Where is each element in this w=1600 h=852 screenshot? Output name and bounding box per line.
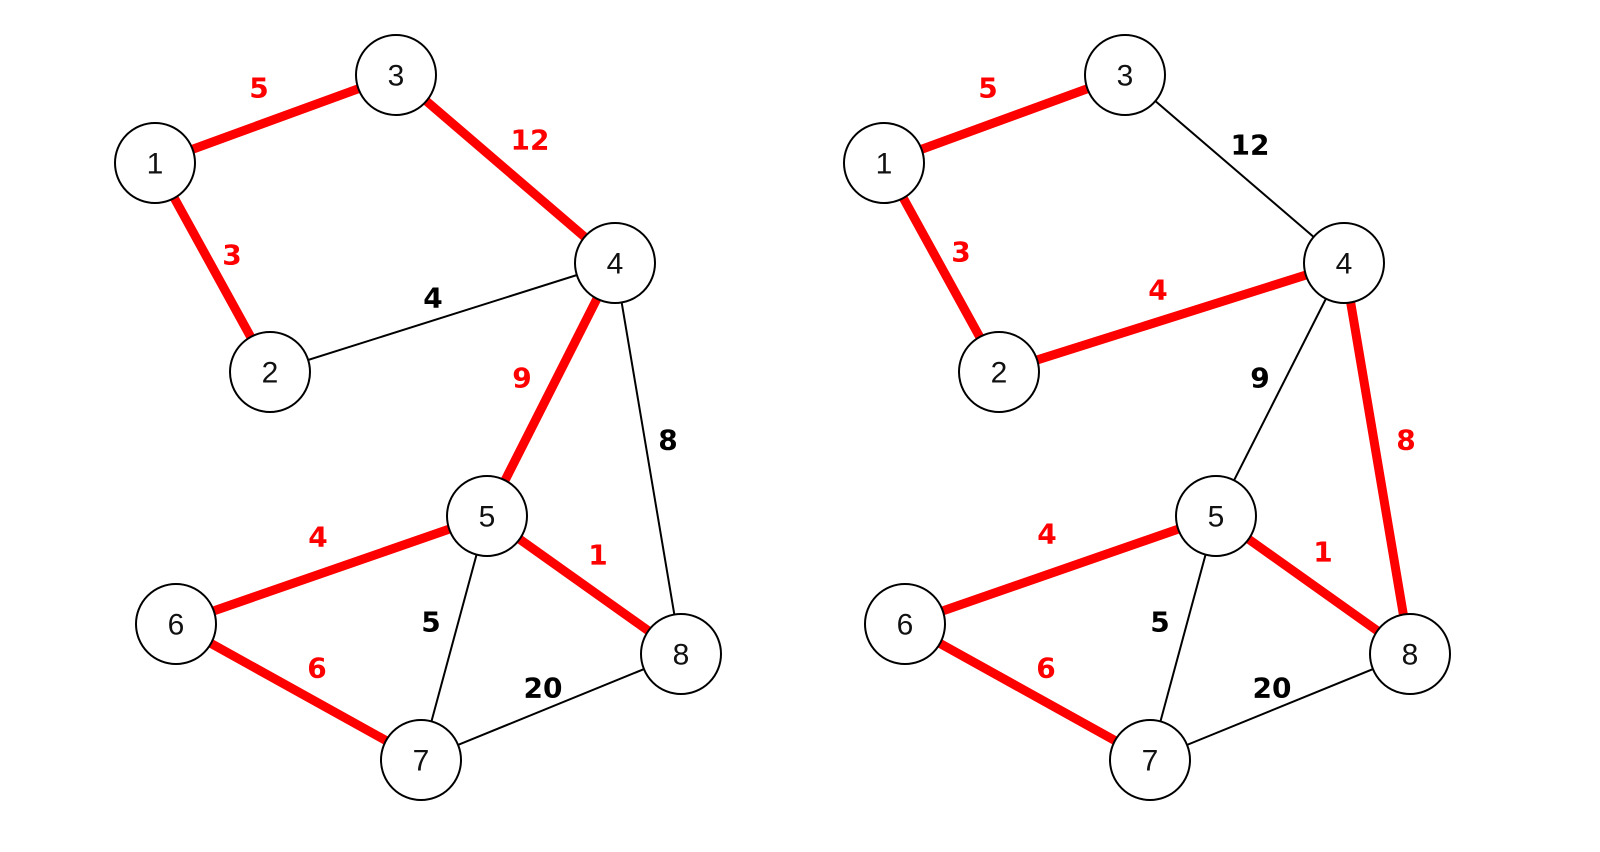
node-label: 6: [897, 609, 914, 642]
edge-weight-4-8: 8: [1396, 424, 1415, 457]
node-label: 7: [1142, 745, 1159, 778]
edge-weight-5-8: 1: [588, 539, 607, 572]
edge-weight-4-5: 9: [1250, 362, 1269, 395]
node-label: 8: [1402, 639, 1419, 672]
node-7: 7: [1109, 719, 1191, 801]
node-2: 2: [958, 331, 1040, 413]
edge-weight-3-4: 12: [1231, 129, 1270, 162]
edge-3-4: [393, 71, 618, 267]
node-label: 2: [991, 357, 1008, 390]
node-label: 3: [388, 60, 405, 93]
node-circle: [380, 719, 462, 801]
edge-5-6: [903, 511, 1218, 629]
node-circle: [843, 122, 925, 204]
node-label: 1: [147, 148, 164, 181]
node-circle: [1109, 719, 1191, 801]
edge-weight-1-2: 3: [951, 236, 970, 269]
node-circle: [1303, 222, 1385, 304]
node-label: 3: [1117, 60, 1134, 93]
edge-6-7: [902, 620, 1153, 764]
node-7: 7: [380, 719, 462, 801]
edge-weight-1-2: 3: [222, 239, 241, 272]
node-label: 5: [479, 501, 496, 534]
edge-4-8: [614, 262, 682, 655]
node-2: 2: [229, 331, 311, 413]
edge-weight-1-3: 5: [978, 72, 997, 105]
node-4: 4: [574, 222, 656, 304]
edge-2-4: [269, 262, 616, 373]
edge-1-3: [882, 70, 1127, 168]
node-5: 5: [1175, 475, 1257, 557]
edge-weight-2-4: 4: [423, 282, 442, 315]
node-8: 8: [1369, 613, 1451, 695]
node-circle: [135, 583, 217, 665]
edge-1-3: [153, 70, 398, 168]
node-6: 6: [135, 583, 217, 665]
edge-4-5: [482, 260, 620, 519]
edge-weight-7-8: 20: [1253, 672, 1292, 705]
node-3: 3: [355, 34, 437, 116]
edge-3-4: [1124, 74, 1345, 264]
node-5: 5: [446, 475, 528, 557]
edge-weight-5-7: 5: [421, 606, 440, 639]
node-label: 2: [262, 357, 279, 390]
node-circle: [958, 331, 1040, 413]
node-circle: [1084, 34, 1166, 116]
edge-5-7: [1149, 515, 1217, 761]
edge-weight-1-3: 5: [249, 72, 268, 105]
node-3: 3: [1084, 34, 1166, 116]
edge-5-7: [420, 515, 488, 761]
edge-4-5: [1215, 262, 1345, 517]
node-circle: [574, 222, 656, 304]
node-circle: [1175, 475, 1257, 557]
edge-weight-5-8: 1: [1313, 536, 1332, 569]
node-circle: [1369, 613, 1451, 695]
edge-weight-5-7: 5: [1150, 606, 1169, 639]
node-1: 1: [114, 122, 196, 204]
node-circle: [864, 583, 946, 665]
node-4: 4: [1303, 222, 1385, 304]
edge-5-6: [174, 511, 489, 629]
node-label: 4: [607, 248, 624, 281]
node-8: 8: [640, 613, 722, 695]
edge-7-8: [1149, 653, 1411, 761]
edge-weight-2-4: 4: [1148, 274, 1167, 307]
node-label: 5: [1208, 501, 1225, 534]
node-label: 7: [413, 745, 430, 778]
edge-7-8: [420, 653, 682, 761]
node-6: 6: [864, 583, 946, 665]
node-circle: [355, 34, 437, 116]
edge-4-8: [1339, 262, 1415, 655]
edge-weight-3-4: 12: [511, 124, 550, 157]
edge-weight-5-6: 4: [1037, 518, 1056, 551]
node-label: 6: [168, 609, 185, 642]
edge-6-7: [173, 620, 424, 764]
node-circle: [114, 122, 196, 204]
node-1: 1: [843, 122, 925, 204]
node-circle: [640, 613, 722, 695]
node-circle: [446, 475, 528, 557]
node-circle: [229, 331, 311, 413]
edge-weight-4-5: 9: [512, 362, 531, 395]
node-label: 4: [1336, 248, 1353, 281]
node-label: 8: [673, 639, 690, 672]
edge-weight-5-6: 4: [308, 521, 327, 554]
node-label: 1: [876, 148, 893, 181]
edge-weight-6-7: 6: [1036, 652, 1055, 685]
edge-weight-6-7: 6: [307, 652, 326, 685]
edge-2-4: [997, 258, 1346, 377]
edge-weight-4-8: 8: [658, 424, 677, 457]
edge-weight-7-8: 20: [524, 672, 563, 705]
